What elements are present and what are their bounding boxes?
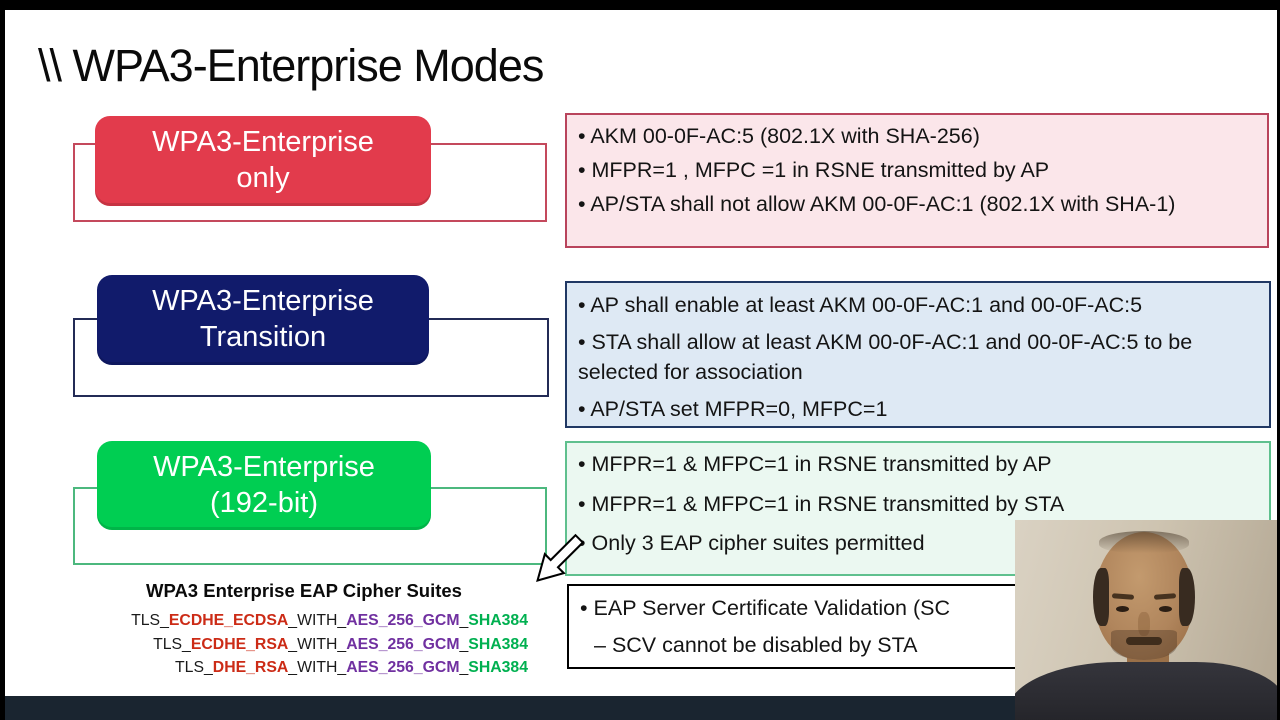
bullet-item: MFPR=1 & MFPC=1 in RSNE transmitted by A… [578, 450, 1259, 480]
cipher-suites-title: WPA3 Enterprise EAP Cipher Suites [146, 580, 462, 601]
mode2-label-line2: Transition [199, 320, 327, 353]
bullet-item: AKM 00-0F-AC:5 (802.1X with SHA-256) [578, 122, 1257, 151]
bullet-item: AP/STA shall not allow AKM 00-0F-AC:1 (8… [578, 190, 1257, 219]
presenter-eyebrow [1111, 593, 1135, 600]
presenter-hair [1179, 568, 1195, 626]
bullet-item: MFPR=1 & MFPC=1 in RSNE transmitted by S… [578, 490, 1259, 520]
presenter-mustache [1126, 637, 1162, 645]
presenter-eye [1116, 606, 1129, 612]
cipher-suite-line: TLS_ECDHE_ECDSA_WITH_AES_256_GCM_SHA384 [80, 609, 528, 633]
cipher-encryption: AES_256_GCM [346, 659, 460, 676]
cipher-prefix: TLS_ [131, 612, 169, 629]
bullet-item: AP/STA set MFPR=0, MFPC=1 [578, 394, 1259, 424]
slide-title: \\ WPA3-Enterprise Modes [38, 40, 544, 91]
cipher-sep: _ [459, 659, 469, 676]
mode2-label-box: WPA3-Enterprise Transition [97, 275, 429, 365]
cipher-prefix: TLS_ [153, 635, 191, 653]
presenter-eyebrow [1153, 593, 1177, 600]
cipher-suite-line: TLS_DHE_RSA_WITH_AES_256_GCM_SHA384 [80, 656, 528, 680]
cipher-hash: SHA384 [468, 659, 528, 676]
presenter-nose [1138, 612, 1150, 636]
cipher-hash: SHA384 [468, 635, 528, 653]
mode3-label-line1: WPA3-Enterprise [153, 451, 375, 483]
cipher-encryption: AES_256_GCM [346, 612, 460, 629]
cipher-key-exchange: DHE_RSA [212, 659, 289, 676]
presenter-hair [1099, 531, 1189, 553]
bullet-item: EAP Server Certificate Validation (SC [580, 593, 1267, 624]
cipher-key-exchange: ECDHE_RSA [190, 635, 289, 653]
cipher-suite-line: TLS_ECDHE_RSA_WITH_AES_256_GCM_SHA384 [80, 633, 528, 657]
bullet-item: Only 3 EAP cipher suites permitted [578, 529, 1259, 559]
cipher-mid: _WITH_ [288, 635, 347, 653]
down-left-arrow-icon [536, 533, 585, 582]
sub-bullet-item: SCV cannot be disabled by STA [580, 630, 1267, 661]
bullet-item: AP shall enable at least AKM 00-0F-AC:1 … [578, 290, 1259, 320]
slide: \\ WPA3-Enterprise Modes WPA3-Enterprise… [5, 10, 1279, 696]
cipher-key-exchange: ECDHE_ECDSA [168, 612, 289, 629]
mode2-label-line1: WPA3-Enterprise [152, 285, 374, 317]
presenter-beard [1111, 630, 1177, 660]
cipher-mid: _WITH_ [288, 612, 347, 629]
cipher-encryption: AES_256_GCM [346, 635, 460, 653]
presenter-eye [1159, 606, 1172, 612]
presenter-hair [1093, 568, 1109, 626]
mode3-label-box: WPA3-Enterprise (192-bit) [97, 441, 431, 530]
cipher-hash: SHA384 [468, 612, 528, 629]
mode1-bullet-box: AKM 00-0F-AC:5 (802.1X with SHA-256) MFP… [565, 113, 1269, 248]
cipher-sep: _ [459, 635, 469, 653]
presenter-shirt [1015, 662, 1277, 720]
bullet-item: STA shall allow at least AKM 00-0F-AC:1 … [578, 327, 1259, 387]
cipher-suites-block: WPA3 Enterprise EAP Cipher Suites TLS_EC… [80, 580, 528, 680]
presenter-face [1093, 531, 1195, 660]
mode1-label-line1: WPA3-Enterprise [152, 126, 374, 158]
cipher-prefix: TLS_ [175, 659, 213, 676]
mode2-bullet-box: AP shall enable at least AKM 00-0F-AC:1 … [565, 281, 1271, 428]
cipher-mid: _WITH_ [288, 659, 347, 676]
mode1-label-box: WPA3-Enterprise only [95, 116, 431, 206]
cipher-sep: _ [459, 612, 469, 629]
mode1-label-line2: only [236, 161, 290, 194]
bullet-item: MFPR=1 , MFPC =1 in RSNE transmitted by … [578, 156, 1257, 185]
webcam-overlay [1015, 520, 1277, 720]
mode3-label-line2: (192-bit) [210, 486, 318, 519]
